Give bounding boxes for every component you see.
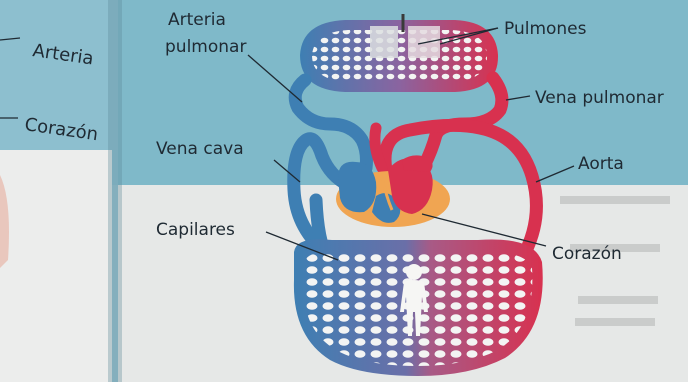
lung-inner-left <box>370 26 398 58</box>
label-arteria-pulmonar-line2: pulmonar <box>165 37 246 57</box>
label-vena-cava: Vena cava <box>156 139 244 159</box>
label-pulmones: Pulmones <box>504 19 587 39</box>
label-arteria-pulmonar-line1: Arteria <box>168 10 226 30</box>
label-vena-pulmonar: Vena pulmonar <box>535 88 664 108</box>
label-capilares: Capilares <box>156 220 235 240</box>
left-page-lower <box>0 150 112 382</box>
lung-inner-right <box>408 26 440 58</box>
book-spine-shadow <box>108 0 122 382</box>
heart-right-side <box>338 162 376 212</box>
label-corazon: Corazón <box>552 244 622 264</box>
label-aorta: Aorta <box>578 154 624 174</box>
